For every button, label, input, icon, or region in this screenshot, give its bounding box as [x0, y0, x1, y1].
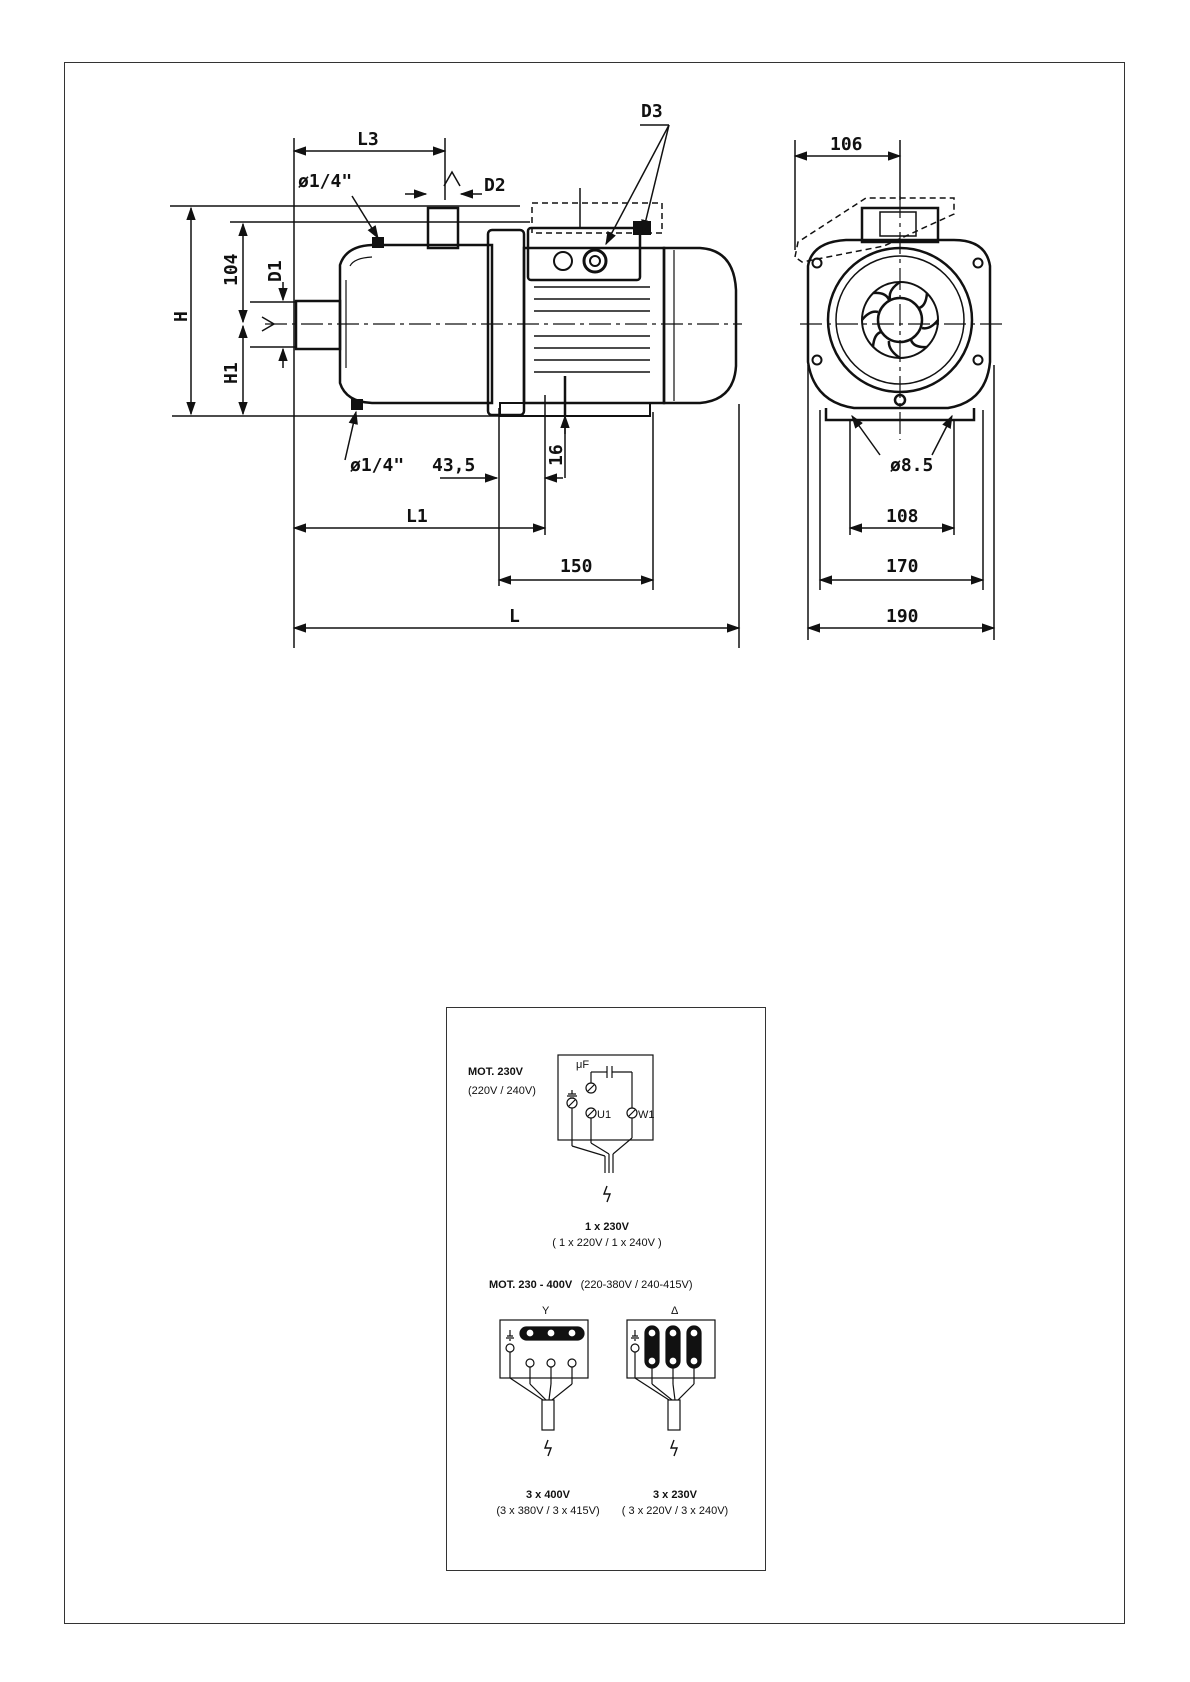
dim-port-bottom: ø1/4"	[350, 455, 404, 476]
dim-d3: D3	[641, 101, 663, 122]
terminal-w1: W1	[638, 1109, 655, 1121]
dim-106: 106	[830, 134, 863, 155]
dim-104: 104	[221, 253, 242, 286]
dim-d2: D2	[484, 175, 506, 196]
single-phase-wiring: MOT. 230V (220V / 240V)	[468, 1055, 662, 1249]
star-supply: 3 x 400V	[526, 1489, 571, 1501]
dim-l1: L1	[406, 506, 428, 527]
single-phase-supply-alt: ( 1 x 220V / 1 x 240V )	[552, 1237, 661, 1249]
dim-l: L	[509, 606, 520, 627]
star-symbol: Y	[542, 1305, 550, 1317]
dim-150: 150	[560, 556, 593, 577]
capacitor-label: μF	[576, 1059, 589, 1071]
dim-43-5: 43,5	[432, 455, 475, 476]
delta-supply-alt: ( 3 x 220V / 3 x 240V)	[622, 1505, 728, 1517]
star-supply-alt: (3 x 380V / 3 x 415V)	[496, 1505, 599, 1517]
wiring-diagram-panel: MOT. 230V (220V / 240V)	[446, 1007, 766, 1571]
dim-190: 190	[886, 606, 919, 627]
delta-symbol: Δ	[671, 1305, 679, 1317]
dim-16: 16	[546, 444, 567, 466]
single-phase-supply: 1 x 230V	[585, 1221, 630, 1233]
svg-text:MOT. 230 - 400V (220-3: MOT. 230 - 400V (220-380V / 240-415V)	[489, 1275, 693, 1292]
delta-supply: 3 x 230V	[653, 1489, 698, 1501]
dim-h1: H1	[221, 362, 242, 384]
three-phase-voltage-range: (220-380V / 240-415V)	[581, 1279, 693, 1291]
dim-170: 170	[886, 556, 919, 577]
three-phase-title: MOT. 230 - 400V	[489, 1279, 573, 1291]
dim-port-top: ø1/4"	[298, 171, 352, 192]
terminal-u1: U1	[597, 1109, 611, 1121]
dim-h: H	[171, 311, 192, 322]
dim-d1: D1	[265, 260, 286, 282]
front-view	[795, 196, 1004, 440]
dim-hole: ø8.5	[890, 455, 933, 476]
wiring-diagrams: MOT. 230V (220V / 240V)	[447, 1008, 767, 1572]
dim-108: 108	[886, 506, 919, 527]
single-phase-title: MOT. 230V	[468, 1066, 524, 1078]
three-phase-wiring: MOT. 230 - 400V (220-380V / 240-415V) Y …	[489, 1275, 728, 1517]
single-phase-subtitle: (220V / 240V)	[468, 1085, 536, 1097]
dim-l3: L3	[357, 129, 379, 150]
